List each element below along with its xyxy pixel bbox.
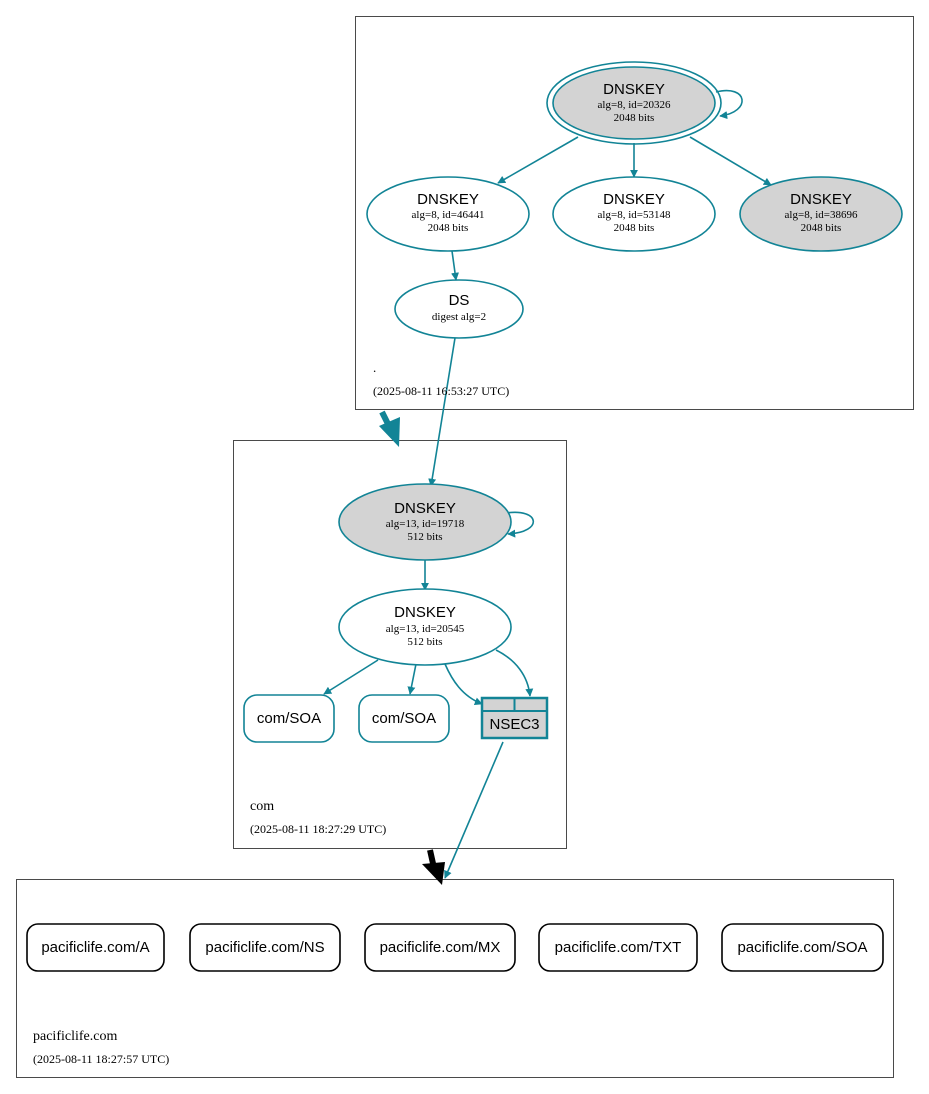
com-soa1-label: com/SOA (257, 710, 321, 727)
zone-pacificlife-box (16, 879, 894, 1078)
root-zsk2-detail: alg=8, id=53148 (598, 209, 671, 221)
root-zone-name: . (373, 360, 376, 375)
com-soa2-node: com/SOA (358, 694, 450, 743)
edge-zsk1-to-ds (451, 250, 459, 281)
root-ds-detail: digest alg=2 (432, 311, 486, 323)
edge-nsec3-to-pacificlife (444, 741, 504, 879)
root-zsk2-node: DNSKEY alg=8, id=53148 2048 bits (552, 176, 716, 252)
record-node-mx: pacificlife.com/MX (364, 923, 516, 972)
edge-ds-to-com-ksk (428, 337, 456, 487)
root-zsk1-title: DNSKEY (417, 191, 479, 208)
com-zone-timestamp: (2025-08-11 18:27:29 UTC) (250, 822, 386, 836)
record-node-soa: pacificlife.com/SOA (721, 923, 884, 972)
root-zsk2-bits: 2048 bits (614, 222, 655, 234)
edge-com-zsk-to-soa2 (407, 663, 417, 695)
record-node-txt: pacificlife.com/TXT (538, 923, 698, 972)
root-ksk-node: DNSKEY alg=8, id=20326 2048 bits (546, 61, 722, 145)
com-zone-name: com (250, 799, 274, 814)
com-nsec3-label: NSEC3 (489, 716, 539, 733)
com-ksk-node: DNSKEY alg=13, id=19718 512 bits (338, 483, 512, 561)
com-ksk-title: DNSKEY (394, 500, 456, 517)
root-ds-node: DS digest alg=2 (394, 279, 524, 339)
root-zsk3-bits: 2048 bits (801, 222, 842, 234)
edge-com-zsk-to-nsec3-b (495, 649, 534, 697)
record-label-ns: pacificlife.com/NS (205, 939, 324, 956)
delegation-arrowhead-root-to-com (379, 417, 400, 447)
com-zsk-bits: 512 bits (407, 636, 442, 648)
root-zsk1-bits: 2048 bits (428, 222, 469, 234)
record-label-a: pacificlife.com/A (41, 939, 149, 956)
root-zsk1-node: DNSKEY alg=8, id=46441 2048 bits (366, 176, 530, 252)
com-zsk-node: DNSKEY alg=13, id=20545 512 bits (338, 588, 512, 666)
root-zsk3-detail: alg=8, id=38696 (785, 209, 858, 221)
root-zsk3-title: DNSKEY (790, 191, 852, 208)
record-node-a: pacificlife.com/A (26, 923, 165, 972)
com-ksk-detail: alg=13, id=19718 (386, 518, 465, 530)
pacificlife-zone-timestamp: (2025-08-11 18:27:57 UTC) (33, 1052, 169, 1066)
self-sign-edge-com-ksk (505, 511, 535, 538)
com-nsec3-node: NSEC3 (480, 696, 549, 740)
record-node-ns: pacificlife.com/NS (189, 923, 341, 972)
com-soa1-node: com/SOA (243, 694, 335, 743)
root-zsk1-detail: alg=8, id=46441 (412, 209, 485, 221)
root-ksk-title: DNSKEY (603, 81, 665, 98)
edge-com-zsk-to-nsec3-a (444, 663, 483, 706)
record-label-txt: pacificlife.com/TXT (555, 939, 682, 956)
delegation-arrowhead-com-to-pacificlife (422, 862, 445, 885)
edge-com-zsk-to-soa1 (323, 659, 379, 695)
com-ksk-bits: 512 bits (407, 531, 442, 543)
root-ds-title: DS (449, 292, 470, 309)
root-ksk-bits: 2048 bits (614, 112, 655, 124)
root-ksk-detail: alg=8, id=20326 (598, 99, 671, 111)
pacificlife-zone-name: pacificlife.com (33, 1029, 117, 1044)
com-soa2-label: com/SOA (372, 710, 436, 727)
com-zsk-title: DNSKEY (394, 604, 456, 621)
self-sign-edge-root-ksk (715, 89, 743, 120)
root-zsk2-title: DNSKEY (603, 191, 665, 208)
record-label-soa: pacificlife.com/SOA (737, 939, 867, 956)
root-zsk3-node: DNSKEY alg=8, id=38696 2048 bits (739, 176, 903, 252)
edge-root-ksk-to-zsk1 (497, 136, 579, 184)
edge-root-ksk-to-zsk3 (689, 136, 772, 186)
record-label-mx: pacificlife.com/MX (380, 939, 501, 956)
root-zone-timestamp: (2025-08-11 16:53:27 UTC) (373, 384, 509, 398)
com-zsk-detail: alg=13, id=20545 (386, 623, 465, 635)
